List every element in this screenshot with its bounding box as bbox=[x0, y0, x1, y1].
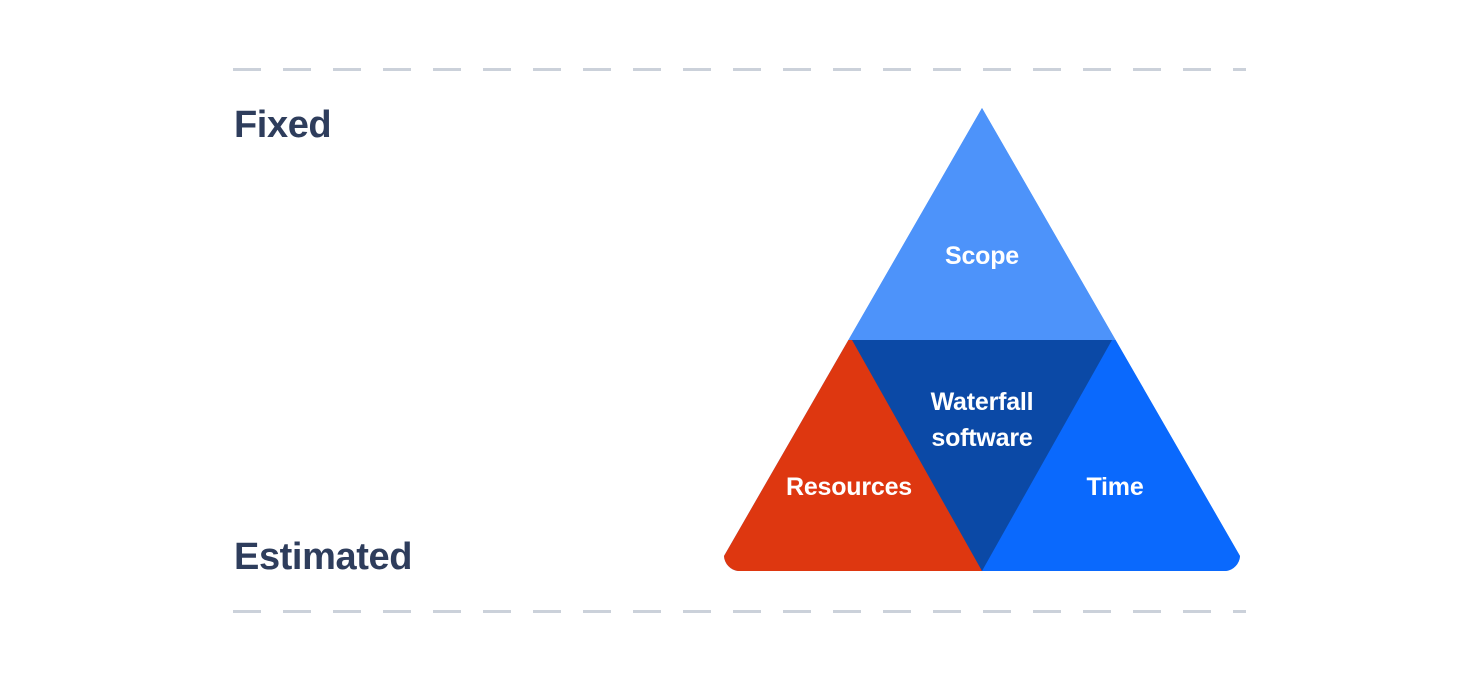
segment-scope-overlay bbox=[848, 108, 1116, 340]
segment-label-scope: Scope bbox=[945, 242, 1019, 270]
iron-triangle-graphic: Scope Waterfall software Resources Time bbox=[712, 108, 1254, 582]
guide-rule-top bbox=[233, 68, 1246, 71]
segment-label-center-line1: Waterfall bbox=[931, 388, 1034, 416]
segment-label-resources: Resources bbox=[786, 473, 912, 501]
segment-center-shape bbox=[852, 340, 1112, 571]
segment-label-time: Time bbox=[1086, 473, 1143, 501]
segment-label-center-line2: software bbox=[931, 424, 1033, 452]
guide-rule-bottom bbox=[233, 610, 1246, 613]
axis-label-fixed: Fixed bbox=[234, 104, 332, 146]
axis-label-estimated: Estimated bbox=[234, 536, 413, 578]
